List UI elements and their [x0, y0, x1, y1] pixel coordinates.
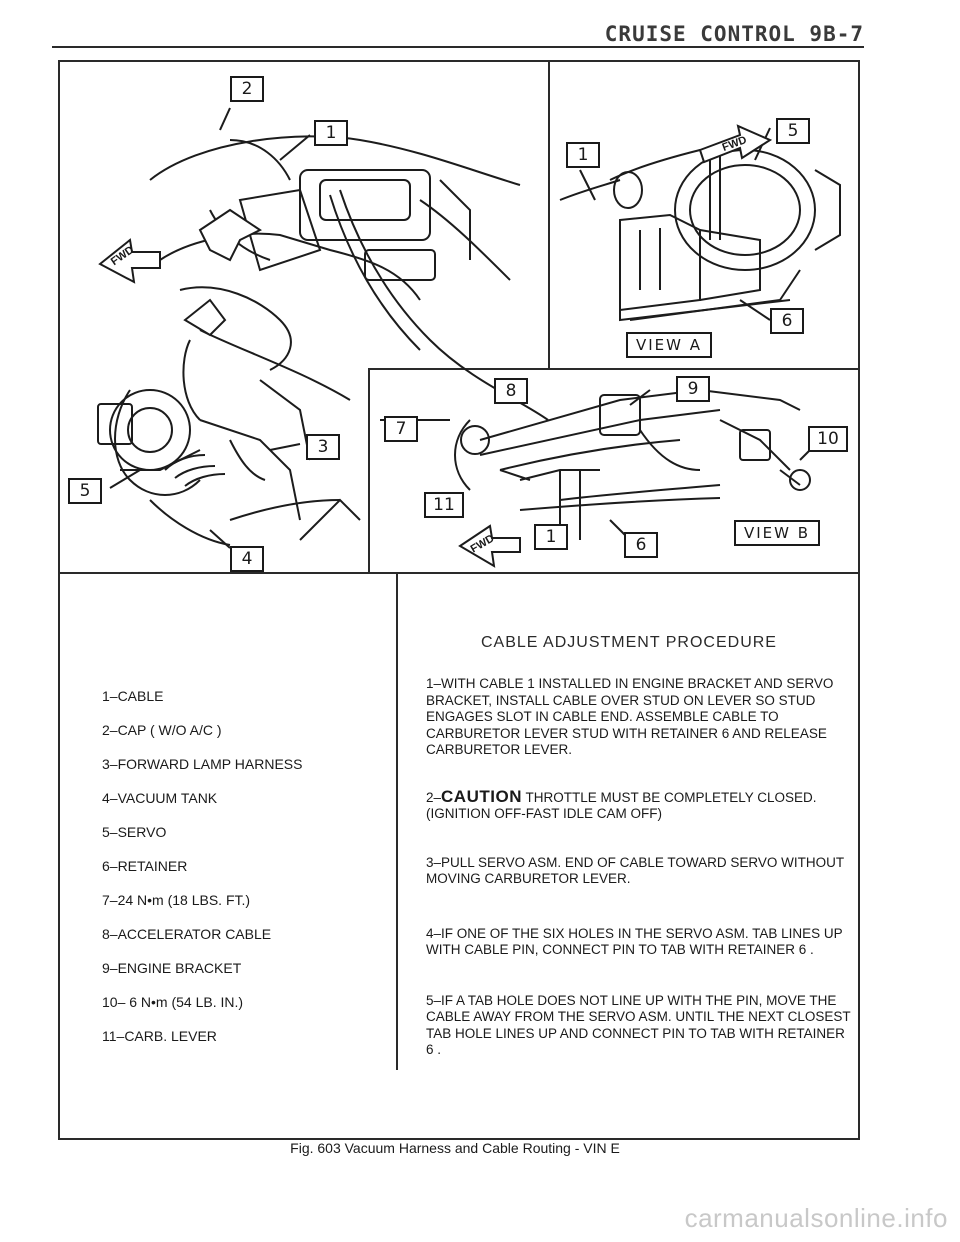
- callout-4: 4: [230, 546, 264, 572]
- legend-item: 5–SERVO: [102, 824, 167, 840]
- legend-item: 1–CABLE: [102, 688, 164, 704]
- step-text: THROTTLE MUST BE COMPLETELY CLOSED. (IGN…: [426, 789, 817, 822]
- procedure-step: 2–CAUTION THROTTLE MUST BE COMPLETELY CL…: [426, 786, 854, 823]
- callout-1: 1: [566, 142, 600, 168]
- fwd-arrow-icon: [98, 238, 161, 284]
- procedure-step: 3–PULL SERVO ASM. END OF CABLE TOWARD SE…: [426, 855, 854, 888]
- step-number: 3–: [426, 854, 442, 870]
- callout-6: 6: [624, 532, 658, 558]
- step-text: PULL SERVO ASM. END OF CABLE TOWARD SERV…: [426, 854, 844, 887]
- page-header: CRUISE CONTROL 9B-7: [604, 22, 864, 46]
- callout-6: 6: [770, 308, 804, 334]
- callout-11: 11: [424, 492, 464, 518]
- procedure-step: 5–IF A TAB HOLE DOES NOT LINE UP WITH TH…: [426, 993, 854, 1059]
- view-a-label: VIEW A: [626, 332, 713, 358]
- step-number: 1–: [426, 676, 442, 691]
- callout-5: 5: [68, 478, 102, 504]
- divider-top-vertical: [548, 62, 550, 370]
- view-a-drawing: [559, 149, 841, 322]
- callout-10: 10: [808, 426, 848, 452]
- divider-view-a-bottom: [368, 368, 858, 370]
- callout-2: 2: [230, 76, 264, 102]
- divider-text-columns: [396, 574, 398, 1070]
- callout-1: 1: [534, 524, 568, 550]
- callout-7: 7: [384, 416, 418, 442]
- callout-5: 5: [776, 118, 810, 144]
- figure-frame: [58, 60, 860, 1140]
- legend-item: 6–RETAINER: [102, 858, 188, 874]
- callout-8: 8: [494, 378, 528, 404]
- view-b-drawing: [454, 389, 811, 540]
- procedure-title: CABLE ADJUSTMENT PROCEDURE: [481, 634, 777, 651]
- header-rule: [52, 46, 864, 48]
- step-text: WITH CABLE 1 INSTALLED IN ENGINE BRACKET…: [426, 676, 834, 757]
- step-number: 4–: [426, 925, 442, 941]
- procedure-step: 1–WITH CABLE 1 INSTALLED IN ENGINE BRACK…: [426, 676, 854, 759]
- step-number: 5–: [426, 992, 442, 1008]
- view-b-label: VIEW B: [734, 520, 821, 546]
- engine-compartment-drawing: [97, 135, 549, 546]
- step-number: 2–: [426, 789, 442, 805]
- caution-label: CAUTION: [441, 786, 522, 806]
- callout-3: 3: [306, 434, 340, 460]
- legend-item: 4–VACUUM TANK: [102, 790, 218, 806]
- parts-legend: 1–CABLE 2–CAP ( W/O A/C ) 3–FORWARD LAMP…: [102, 686, 392, 1060]
- fwd-arrow-icon: [698, 124, 773, 164]
- legend-item: 7–24 N•m (18 LBS. FT.): [102, 892, 251, 908]
- fwd-arrow-icon: [458, 524, 521, 568]
- divider-figure-bottom: [60, 572, 858, 574]
- legend-item: 9–ENGINE BRACKET: [102, 960, 242, 976]
- procedure-step: 4–IF ONE OF THE SIX HOLES IN THE SERVO A…: [426, 926, 854, 959]
- legend-item: 2–CAP ( W/O A/C ): [102, 722, 222, 738]
- watermark: carmanualsonline.info: [684, 1203, 948, 1233]
- callout-9: 9: [676, 376, 710, 402]
- divider-view-b-left: [368, 368, 370, 574]
- callout-1: 1: [314, 120, 348, 146]
- figure-caption: Fig. 603 Vacuum Harness and Cable Routin…: [290, 1140, 620, 1156]
- step-text: IF ONE OF THE SIX HOLES IN THE SERVO ASM…: [426, 925, 843, 958]
- step-text: IF A TAB HOLE DOES NOT LINE UP WITH THE …: [426, 992, 851, 1058]
- legend-item: 3–FORWARD LAMP HARNESS: [102, 756, 303, 772]
- legend-item: 11–CARB. LEVER: [102, 1028, 217, 1044]
- procedure-steps: 1–WITH CABLE 1 INSTALLED IN ENGINE BRACK…: [426, 676, 854, 1075]
- legend-item: 10– 6 N•m (54 LB. IN.): [102, 994, 244, 1010]
- legend-item: 8–ACCELERATOR CABLE: [102, 926, 272, 942]
